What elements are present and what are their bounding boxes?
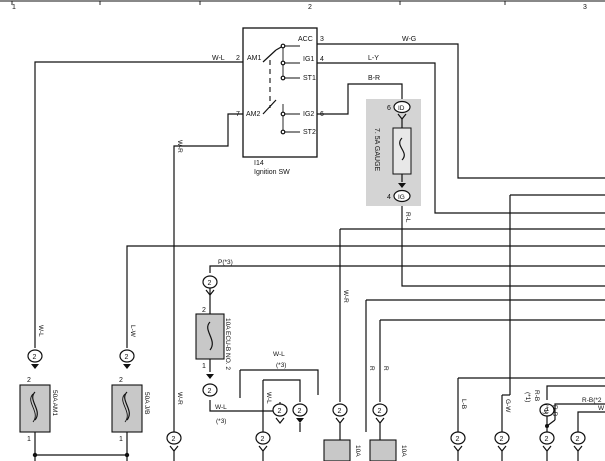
wire-label-l-y: L-Y <box>368 55 379 62</box>
conn-b2-label: 2 <box>261 436 265 443</box>
fuse-jb: 2 2 1 50A J/B <box>111 349 150 443</box>
fuse-a-label: 10A <box>354 445 361 457</box>
ign-ig1-pin: 4 <box>320 56 324 63</box>
gauge-out-label: IG <box>398 194 405 201</box>
conn-b9-label: 2 <box>545 408 549 415</box>
ruler-mark-2: 2 <box>308 4 312 11</box>
ign-ig2-pin: 6 <box>320 111 324 118</box>
conn-b5-label: 2 <box>338 408 342 415</box>
conn-ecu-top-label: 2 <box>208 280 212 287</box>
ecu-fuse-pin-bottom: 1 <box>202 363 206 370</box>
wire-label-star1: (*1) <box>524 392 531 402</box>
fuse-am1-label: 50A AM1 <box>51 390 58 416</box>
splice-point <box>32 452 38 458</box>
fuse-am1-pin-bottom: 1 <box>27 436 31 443</box>
fuse-am1: 2 2 1 50A AM1 <box>19 349 58 443</box>
fuse-a: 10A <box>323 439 361 461</box>
wire-label-l-w: L-W <box>129 325 136 338</box>
wire-label-star1b: (*1) <box>542 404 549 414</box>
conn-b7-label: 2 <box>456 436 460 443</box>
ign-ig1-label: IG1 <box>303 56 314 63</box>
wire-label-r-2: R <box>382 366 389 371</box>
wire-label-w-l-top: W-L <box>273 351 285 358</box>
ignition-switch: ACC 3 IG1 4 ST1 2 AM1 7 AM2 IG2 6 ST2 I1… <box>236 27 324 176</box>
wire-label-w-end: W <box>598 405 605 412</box>
wire-label-r-b-3: R-B(*2 <box>582 397 602 404</box>
ecu-fuse: 2 2 1 2 10A ECU-B NO. 2 <box>195 275 231 397</box>
ign-acc-pin: 3 <box>320 36 324 43</box>
wire-label-w-l-star: W-L <box>215 404 227 411</box>
gauge-fuse-label: 7. 5A GAUGE <box>373 128 380 172</box>
ecu-fuse-pin-top: 2 <box>202 307 206 314</box>
conn-b4-label: 2 <box>298 408 302 415</box>
conn-am1-label: 2 <box>33 354 37 361</box>
wire-label-l-b: L-B <box>460 399 467 409</box>
fuse-jb-pin-bottom: 1 <box>119 436 123 443</box>
ign-st1-label: ST1 <box>303 75 316 82</box>
fuse-jb-label: 50A J/B <box>143 392 150 414</box>
wire-label-w-l-low: W-L <box>265 392 272 404</box>
fuse-b: 10A <box>369 439 407 461</box>
wire-label-w-l-am1: W-L <box>212 55 225 62</box>
top-ruler: 1 2 3 <box>0 0 605 11</box>
gauge-in-pin: 6 <box>387 105 391 112</box>
wire-label-g-w: G-W <box>504 399 511 413</box>
conn-jb-label: 2 <box>125 354 129 361</box>
wire-label-b-r: B-R <box>368 75 380 82</box>
ign-acc-label: ACC <box>298 36 313 43</box>
conn-b1-label: 2 <box>172 436 176 443</box>
conn-b11-label: 2 <box>576 436 580 443</box>
ecu-fuse-label: 10A ECU-B NO. 2 <box>224 318 231 370</box>
ign-am1-pin: 2 <box>236 55 240 62</box>
wire-labels: W-G L-Y B-R W-L W-R R-L P(*3) W-R W-L L-… <box>37 36 605 425</box>
wire-label-r-l: R-L <box>404 212 411 223</box>
splice-point <box>124 452 130 458</box>
ign-code: I14 <box>254 160 264 167</box>
wire-label-w-g: W-G <box>402 36 416 43</box>
fuse-am1-pin-top: 2 <box>27 377 31 384</box>
conn-b8-label: 2 <box>500 436 504 443</box>
conn-ecu-bot-label: 2 <box>208 388 212 395</box>
gauge-in-label: ID <box>398 105 405 112</box>
wire-label-r-b-1: R-B <box>533 390 540 401</box>
wire-label-star3-bot: (*3) <box>216 418 226 425</box>
bottom-connectors: 2 2 2 2 2 2 2 2 <box>166 394 586 461</box>
ruler-mark-1: 1 <box>12 4 16 11</box>
conn-b3-label: 2 <box>278 408 282 415</box>
ign-st2-label: ST2 <box>303 129 316 136</box>
wire-label-w-r-mid: W-R <box>342 290 349 303</box>
gauge-out-pin: 4 <box>387 194 391 201</box>
wire-label-star3-top: (*3) <box>276 362 286 369</box>
wire-label-r-1: R <box>368 366 375 371</box>
ign-name: Ignition SW <box>254 169 290 176</box>
ruler-mark-3: 3 <box>583 4 587 11</box>
wire-label-w-r-am2: W-R <box>176 140 183 153</box>
ign-am2-pin: 7 <box>236 111 240 118</box>
wire-label-r-b-2: R-B <box>551 405 558 416</box>
wire-label-w-r-low: W-R <box>176 392 183 405</box>
conn-b10-label: 2 <box>545 436 549 443</box>
conn-b6-label: 2 <box>378 408 382 415</box>
fuse-jb-pin-top: 2 <box>119 377 123 384</box>
wires <box>34 43 605 461</box>
ign-am2-label: AM2 <box>246 111 261 118</box>
fuse-b-label: 10A <box>400 445 407 457</box>
gauge-fuse: ID 6 IG 4 7. 5A GAUGE <box>366 99 421 206</box>
ign-ig2-label: IG2 <box>303 111 314 118</box>
ign-am1-label: AM1 <box>247 55 262 62</box>
wire-label-p3: P(*3) <box>218 259 233 266</box>
wire-label-w-l-vert: W-L <box>37 325 44 337</box>
